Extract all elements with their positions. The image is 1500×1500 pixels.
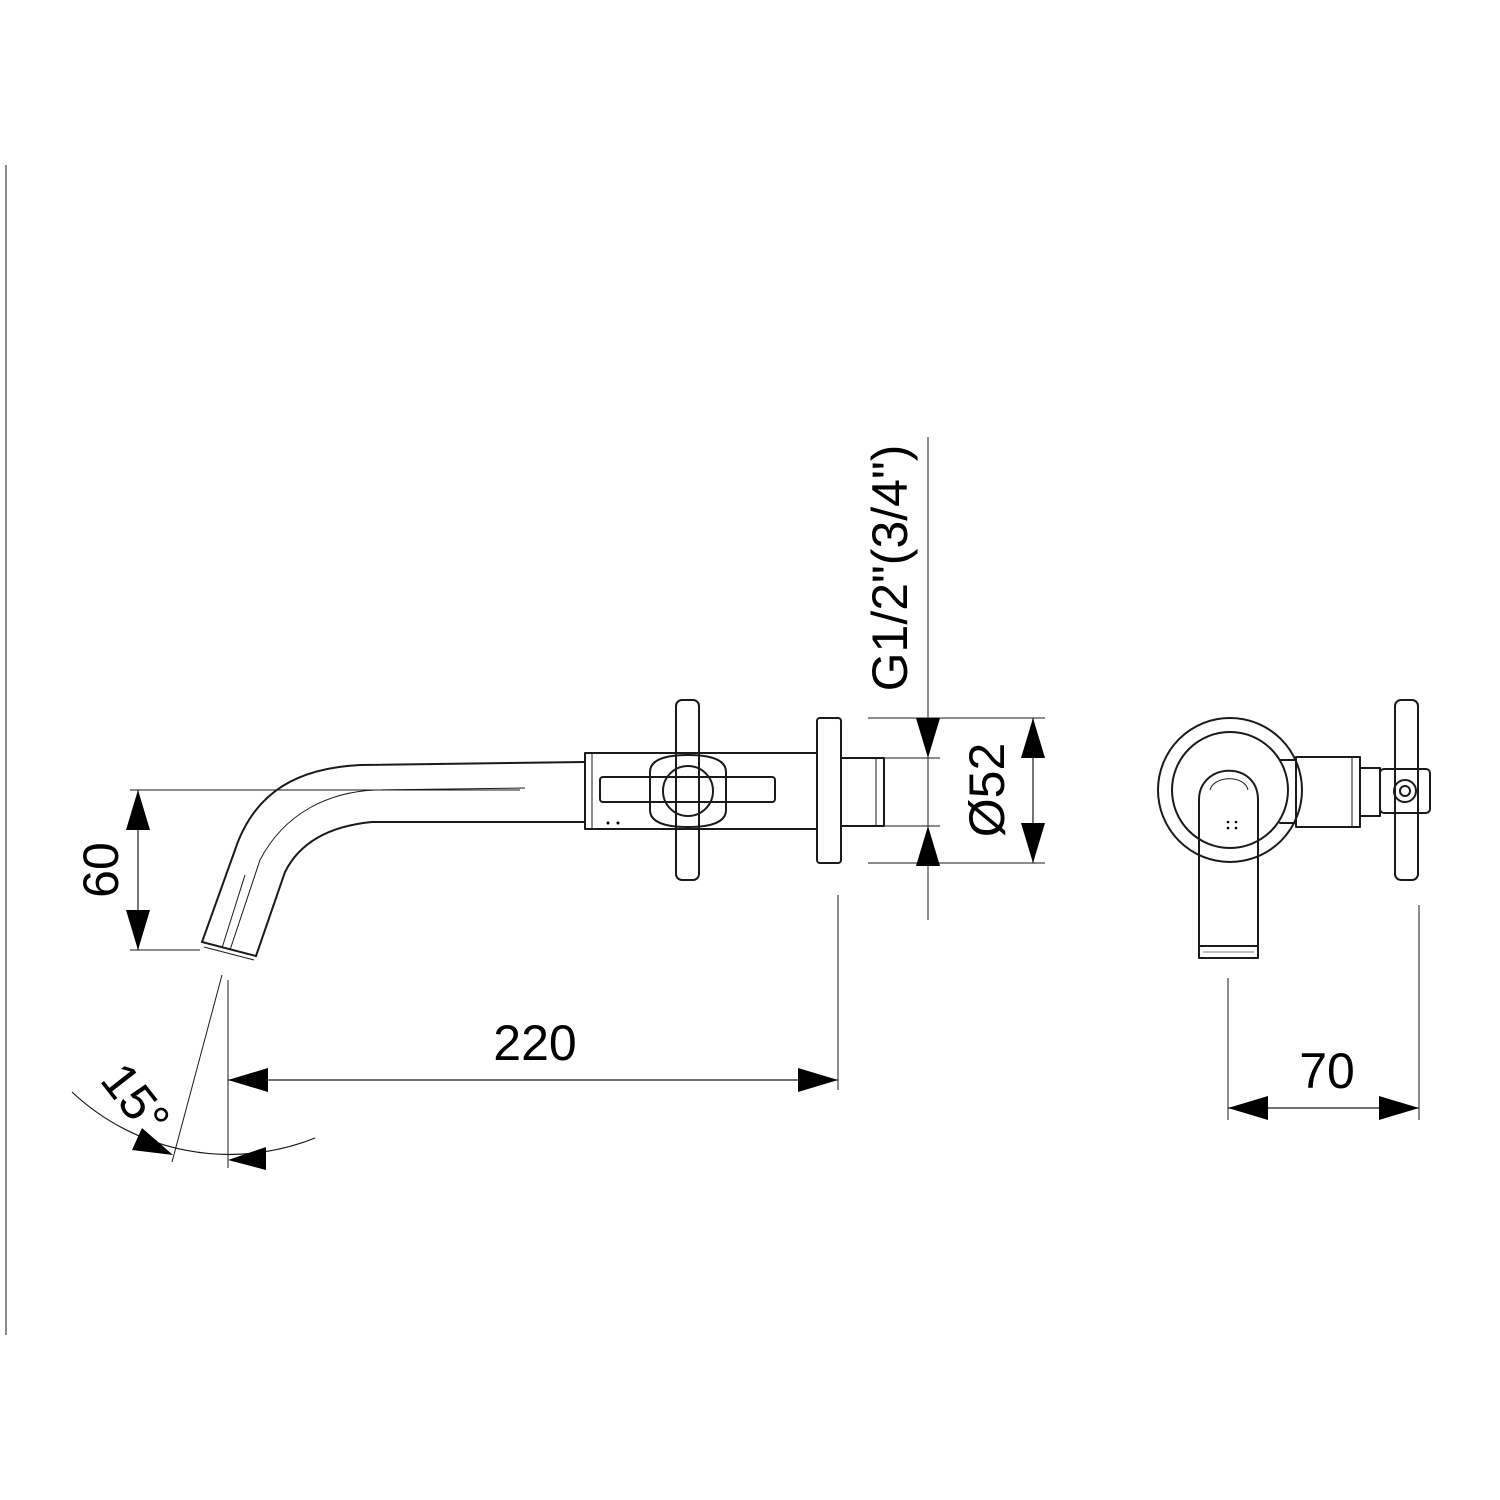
front-spout <box>1198 769 1259 959</box>
depth-label: 70 <box>1299 1043 1355 1099</box>
cross-handle <box>649 699 727 881</box>
valve-body <box>584 752 818 830</box>
front-cross-handle <box>1379 699 1431 881</box>
side-view: 60 220 15° G1/2"(3/4") <box>71 437 1045 1170</box>
wall-rosette <box>816 717 885 864</box>
dim-height: 60 <box>73 789 520 951</box>
projection-label: 220 <box>493 1015 576 1071</box>
dim-depth: 70 <box>1227 905 1420 1120</box>
height-label: 60 <box>73 842 129 898</box>
dim-thread: G1/2"(3/4") <box>862 437 1045 920</box>
front-view: 70 <box>1157 699 1431 1120</box>
dim-diameter: Ø52 <box>959 718 1045 863</box>
dim-projection: 220 <box>227 895 839 1168</box>
front-rosette <box>1157 717 1303 863</box>
front-valve-body <box>1279 756 1381 828</box>
diameter-label: Ø52 <box>959 743 1015 838</box>
dim-angle: 15° <box>71 974 316 1170</box>
angle-label: 15° <box>90 1052 181 1146</box>
spout <box>201 761 586 961</box>
thread-label: G1/2"(3/4") <box>862 445 918 692</box>
